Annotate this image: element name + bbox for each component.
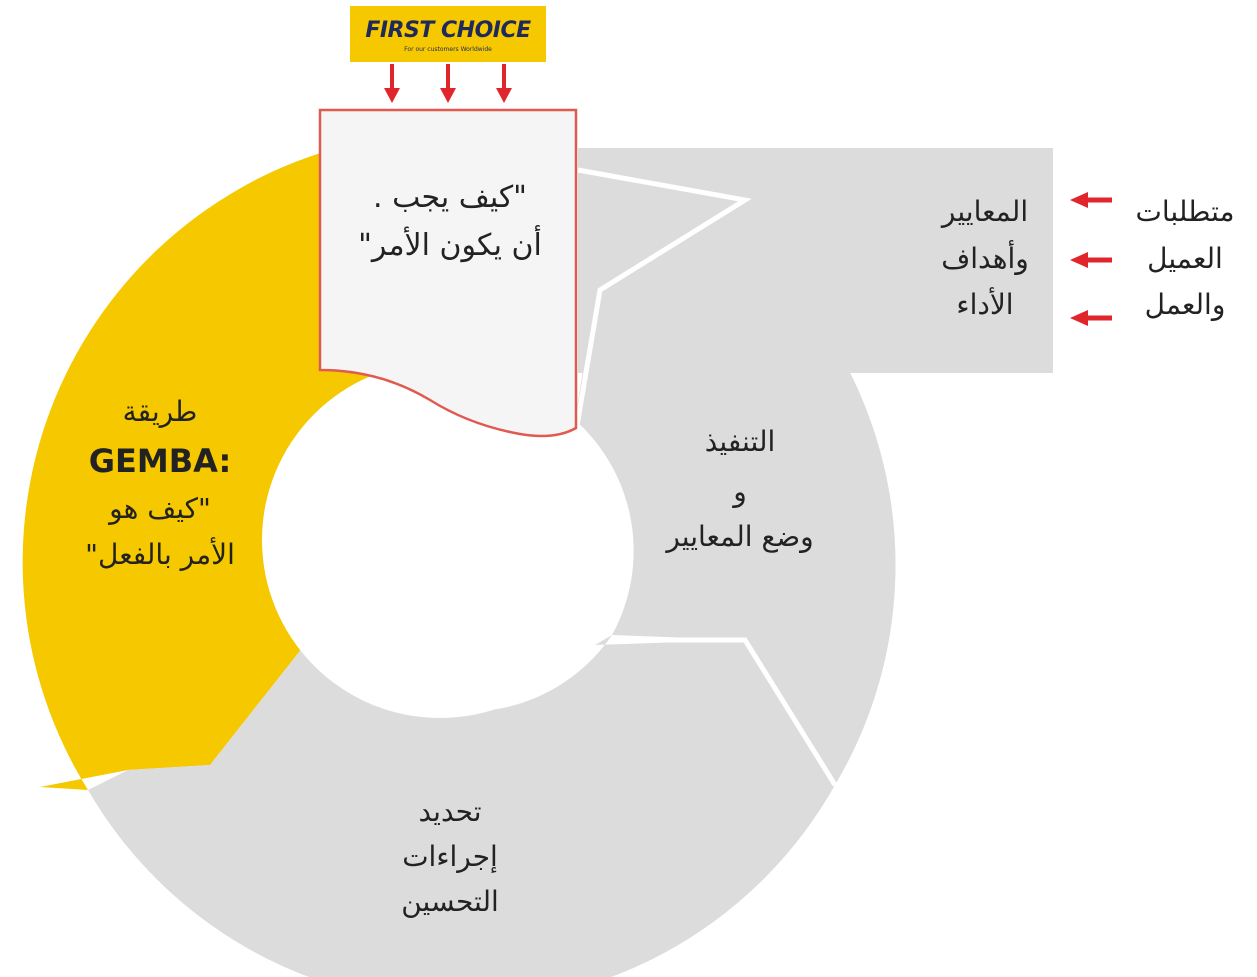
document-line-1: "كيف يجب . bbox=[373, 180, 527, 215]
document-shape bbox=[318, 108, 578, 438]
document-line-2: أن يكون الأمر" bbox=[358, 228, 542, 263]
requirement-arrows bbox=[1070, 192, 1112, 326]
implementation-line-1: التنفيذ bbox=[704, 425, 776, 458]
improvement-line-1: تحديد bbox=[418, 795, 482, 828]
improvement-segment bbox=[88, 628, 835, 977]
gemba-line-3: "كيف هو bbox=[109, 492, 211, 525]
requirements-line-2: العميل bbox=[1147, 242, 1223, 275]
first-choice-logo: FIRST CHOICE For our customers Worldwide bbox=[350, 6, 546, 62]
segment-divider-top bbox=[569, 167, 752, 456]
implementation-line-2: و bbox=[733, 475, 747, 508]
segment-divider-bottom bbox=[612, 637, 838, 787]
requirements-line-3: والعمل bbox=[1144, 288, 1226, 321]
standards-line-1: المعايير bbox=[941, 195, 1029, 228]
improvement-line-2: إجراءات bbox=[402, 840, 498, 873]
standards-line-2: وأهداف bbox=[941, 242, 1029, 275]
logo-arrows bbox=[384, 64, 512, 103]
improvement-line-3: التحسين bbox=[401, 885, 499, 918]
standards-line-3: الأداء bbox=[956, 288, 1014, 321]
logo-title: FIRST CHOICE bbox=[365, 18, 531, 43]
cycle-center bbox=[262, 362, 618, 718]
logo-tagline: For our customers Worldwide bbox=[404, 46, 492, 53]
gemba-line-4: الأمر بالفعل" bbox=[85, 538, 235, 571]
gemba-line-1: طريقة bbox=[122, 395, 198, 428]
implementation-line-3: وضع المعايير bbox=[666, 520, 814, 553]
gemba-line-2: GEMBA: bbox=[88, 442, 232, 480]
requirements-line-1: متطلبات bbox=[1135, 195, 1235, 228]
implementation-segment bbox=[575, 150, 896, 785]
